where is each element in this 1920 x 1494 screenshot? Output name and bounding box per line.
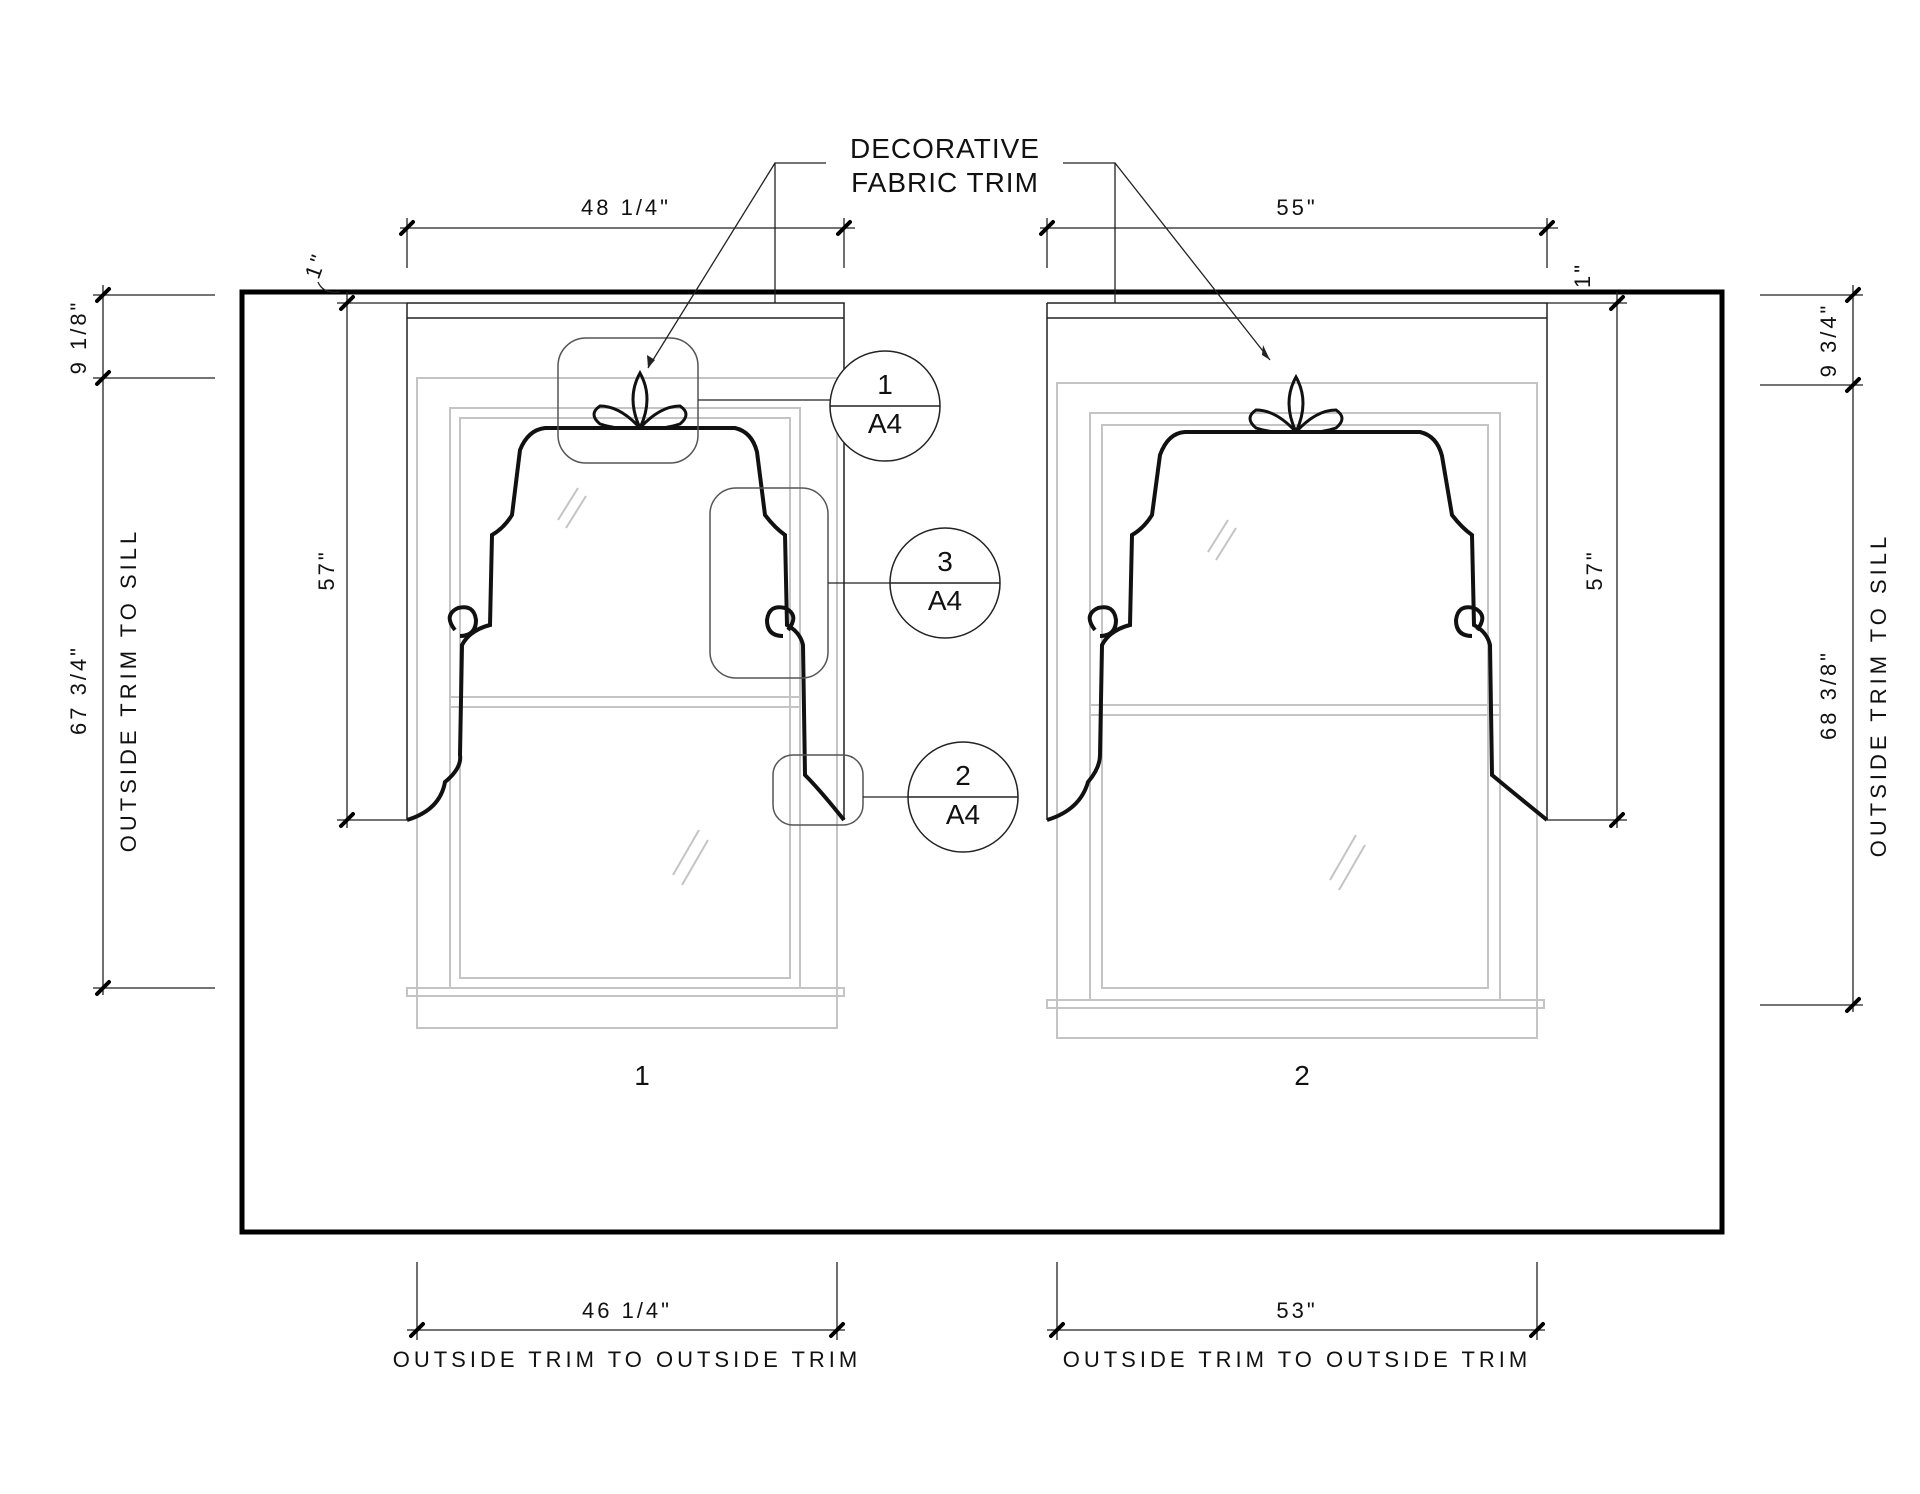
dim-w1-bottom: 46 1/4" OUTSIDE TRIM TO OUTSIDE TRIM [393, 1262, 862, 1372]
dim-left-stack: 9 1/8" 67 3/4" OUTSIDE TRIM TO SILL [66, 285, 215, 996]
window-2-label: 2 [1294, 1060, 1310, 1091]
detail-2-sheet: A4 [946, 799, 980, 830]
left-valance-value: 57" [314, 549, 339, 590]
right-lower-label: OUTSIDE TRIM TO SILL [1866, 533, 1891, 858]
dim-left-valance: 57" 1" [300, 249, 407, 828]
dim-w2-bottom: 53" OUTSIDE TRIM TO OUTSIDE TRIM [1047, 1262, 1545, 1372]
right-gap-value: 1" [1570, 262, 1595, 288]
window-1-frame [406, 377, 845, 1029]
w2-top-value: 55" [1276, 195, 1317, 220]
left-gap-value: 1" [300, 249, 332, 282]
valance-1 [406, 302, 846, 822]
detail-2-boundary [772, 754, 864, 826]
right-lower-value: 68 3/8" [1816, 650, 1841, 740]
valance-2 [1046, 302, 1549, 822]
detail-1-boundary [557, 337, 699, 464]
detail-bubble-1[interactable]: 1 A4 [829, 350, 941, 462]
detail-bubble-3[interactable]: 3 A4 [889, 527, 1001, 639]
left-lower-label: OUTSIDE TRIM TO SILL [116, 528, 141, 853]
detail-2-number: 2 [955, 760, 971, 791]
w1-bottom-value: 46 1/4" [582, 1298, 672, 1323]
dim-right-valance: 57" 1" [1547, 262, 1627, 828]
fabric-trim-note: DECORATIVE FABRIC TRIM [647, 133, 1271, 369]
window-1-label: 1 [634, 1060, 650, 1091]
left-lower-value: 67 3/4" [66, 645, 91, 735]
wall-outline [239, 289, 1725, 1235]
w2-bottom-label: OUTSIDE TRIM TO OUTSIDE TRIM [1063, 1347, 1532, 1372]
dim-w1-top: 48 1/4" [399, 195, 855, 268]
w1-top-value: 48 1/4" [581, 195, 671, 220]
window-2-frame [1046, 382, 1545, 1039]
detail-3-sheet: A4 [928, 585, 962, 616]
w2-bottom-value: 53" [1276, 1298, 1317, 1323]
left-upper-value: 9 1/8" [66, 300, 91, 375]
detail-3-number: 3 [937, 546, 953, 577]
trim-motif-2 [1248, 373, 1344, 434]
detail-bubble-2[interactable]: 2 A4 [907, 741, 1019, 853]
dim-w2-top: 55" [1039, 195, 1558, 268]
trim-note-line2: FABRIC TRIM [851, 167, 1039, 198]
trim-note-line1: DECORATIVE [850, 133, 1040, 164]
right-valance-value: 57" [1582, 549, 1607, 590]
detail-1-sheet: A4 [868, 408, 902, 439]
right-upper-value: 9 3/4" [1816, 303, 1841, 378]
w1-bottom-label: OUTSIDE TRIM TO OUTSIDE TRIM [393, 1347, 862, 1372]
dim-right-stack: 9 3/4" 68 3/8" OUTSIDE TRIM TO SILL [1760, 285, 1891, 1013]
detail-3-boundary [709, 487, 829, 679]
trim-motif-1 [592, 369, 688, 430]
detail-1-number: 1 [877, 369, 893, 400]
